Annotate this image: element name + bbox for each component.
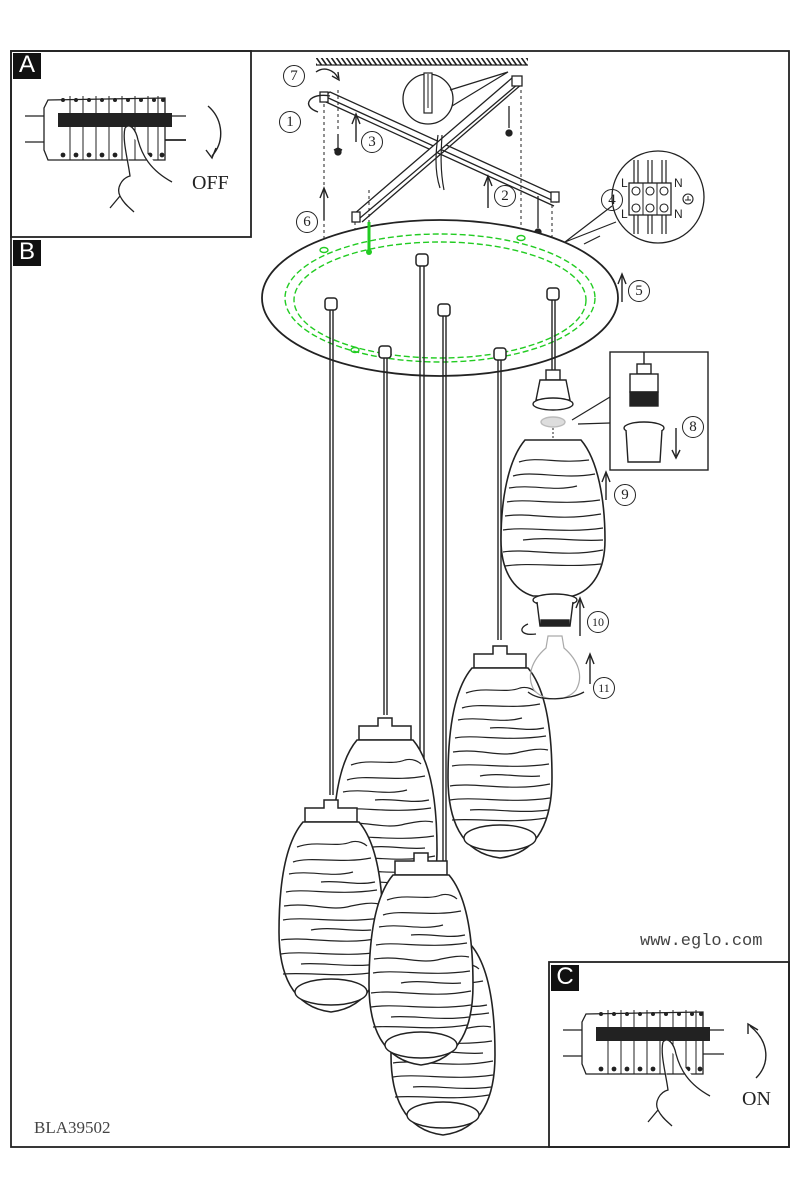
- earth-icon: [682, 193, 694, 205]
- panel-a-label: A: [13, 53, 41, 79]
- socket-detail: [623, 352, 681, 463]
- terminal-label-neutral: N: [674, 207, 683, 221]
- off-arrow-icon: [207, 105, 222, 157]
- terminal-label-live: L: [621, 207, 628, 221]
- step-7-marker: 7: [283, 65, 305, 87]
- pendant-cables: [329, 264, 556, 885]
- on-label: ON: [742, 1088, 771, 1110]
- shade-ring: [532, 593, 578, 627]
- step-1-marker: 1: [279, 111, 301, 133]
- step-8-marker: 8: [682, 416, 704, 438]
- wall-plug-icon: [402, 71, 509, 125]
- terminal-block-icon: [564, 150, 705, 244]
- product-code: BLA39502: [34, 1118, 111, 1137]
- screw-icon: [333, 106, 542, 236]
- pendant-shade: [500, 439, 606, 597]
- pendant-shade: [447, 645, 553, 859]
- panel-b-label: B: [13, 240, 41, 266]
- breaker-panel-icon: [25, 96, 186, 161]
- rotate-arrow-icon: [527, 691, 585, 700]
- terminal-label-neutral: N: [674, 176, 683, 190]
- website-url: www.eglo.com: [640, 932, 763, 951]
- terminal-label-live: L: [621, 176, 628, 190]
- step-2-marker: 2: [494, 185, 516, 207]
- step-10-marker: 10: [587, 611, 609, 633]
- step-5-marker: 5: [628, 280, 650, 302]
- step-9-marker: 9: [614, 484, 636, 506]
- outer-frame: [10, 50, 790, 1148]
- step-4-marker: 4: [601, 189, 623, 211]
- panel-c-frame: [548, 961, 790, 1148]
- off-label: OFF: [192, 172, 229, 194]
- panel-c-label: C: [551, 965, 579, 991]
- step-arrows: [307, 68, 627, 684]
- canopy: [261, 219, 619, 377]
- step-6-marker: 6: [296, 211, 318, 233]
- ceiling-hatch: [316, 58, 528, 65]
- breaker-panel-icon: [563, 1010, 724, 1127]
- panel-a-frame: [10, 50, 252, 238]
- hand-icon: [109, 125, 173, 213]
- step-11-marker: 11: [593, 677, 615, 699]
- rotate-arrow-icon: [521, 623, 537, 635]
- on-arrow-icon: [749, 1025, 767, 1079]
- canopy-green-outline: [284, 233, 596, 363]
- hand-icon: [647, 1039, 711, 1127]
- step-3-marker: 3: [361, 131, 383, 153]
- lamp-socket: [532, 369, 574, 428]
